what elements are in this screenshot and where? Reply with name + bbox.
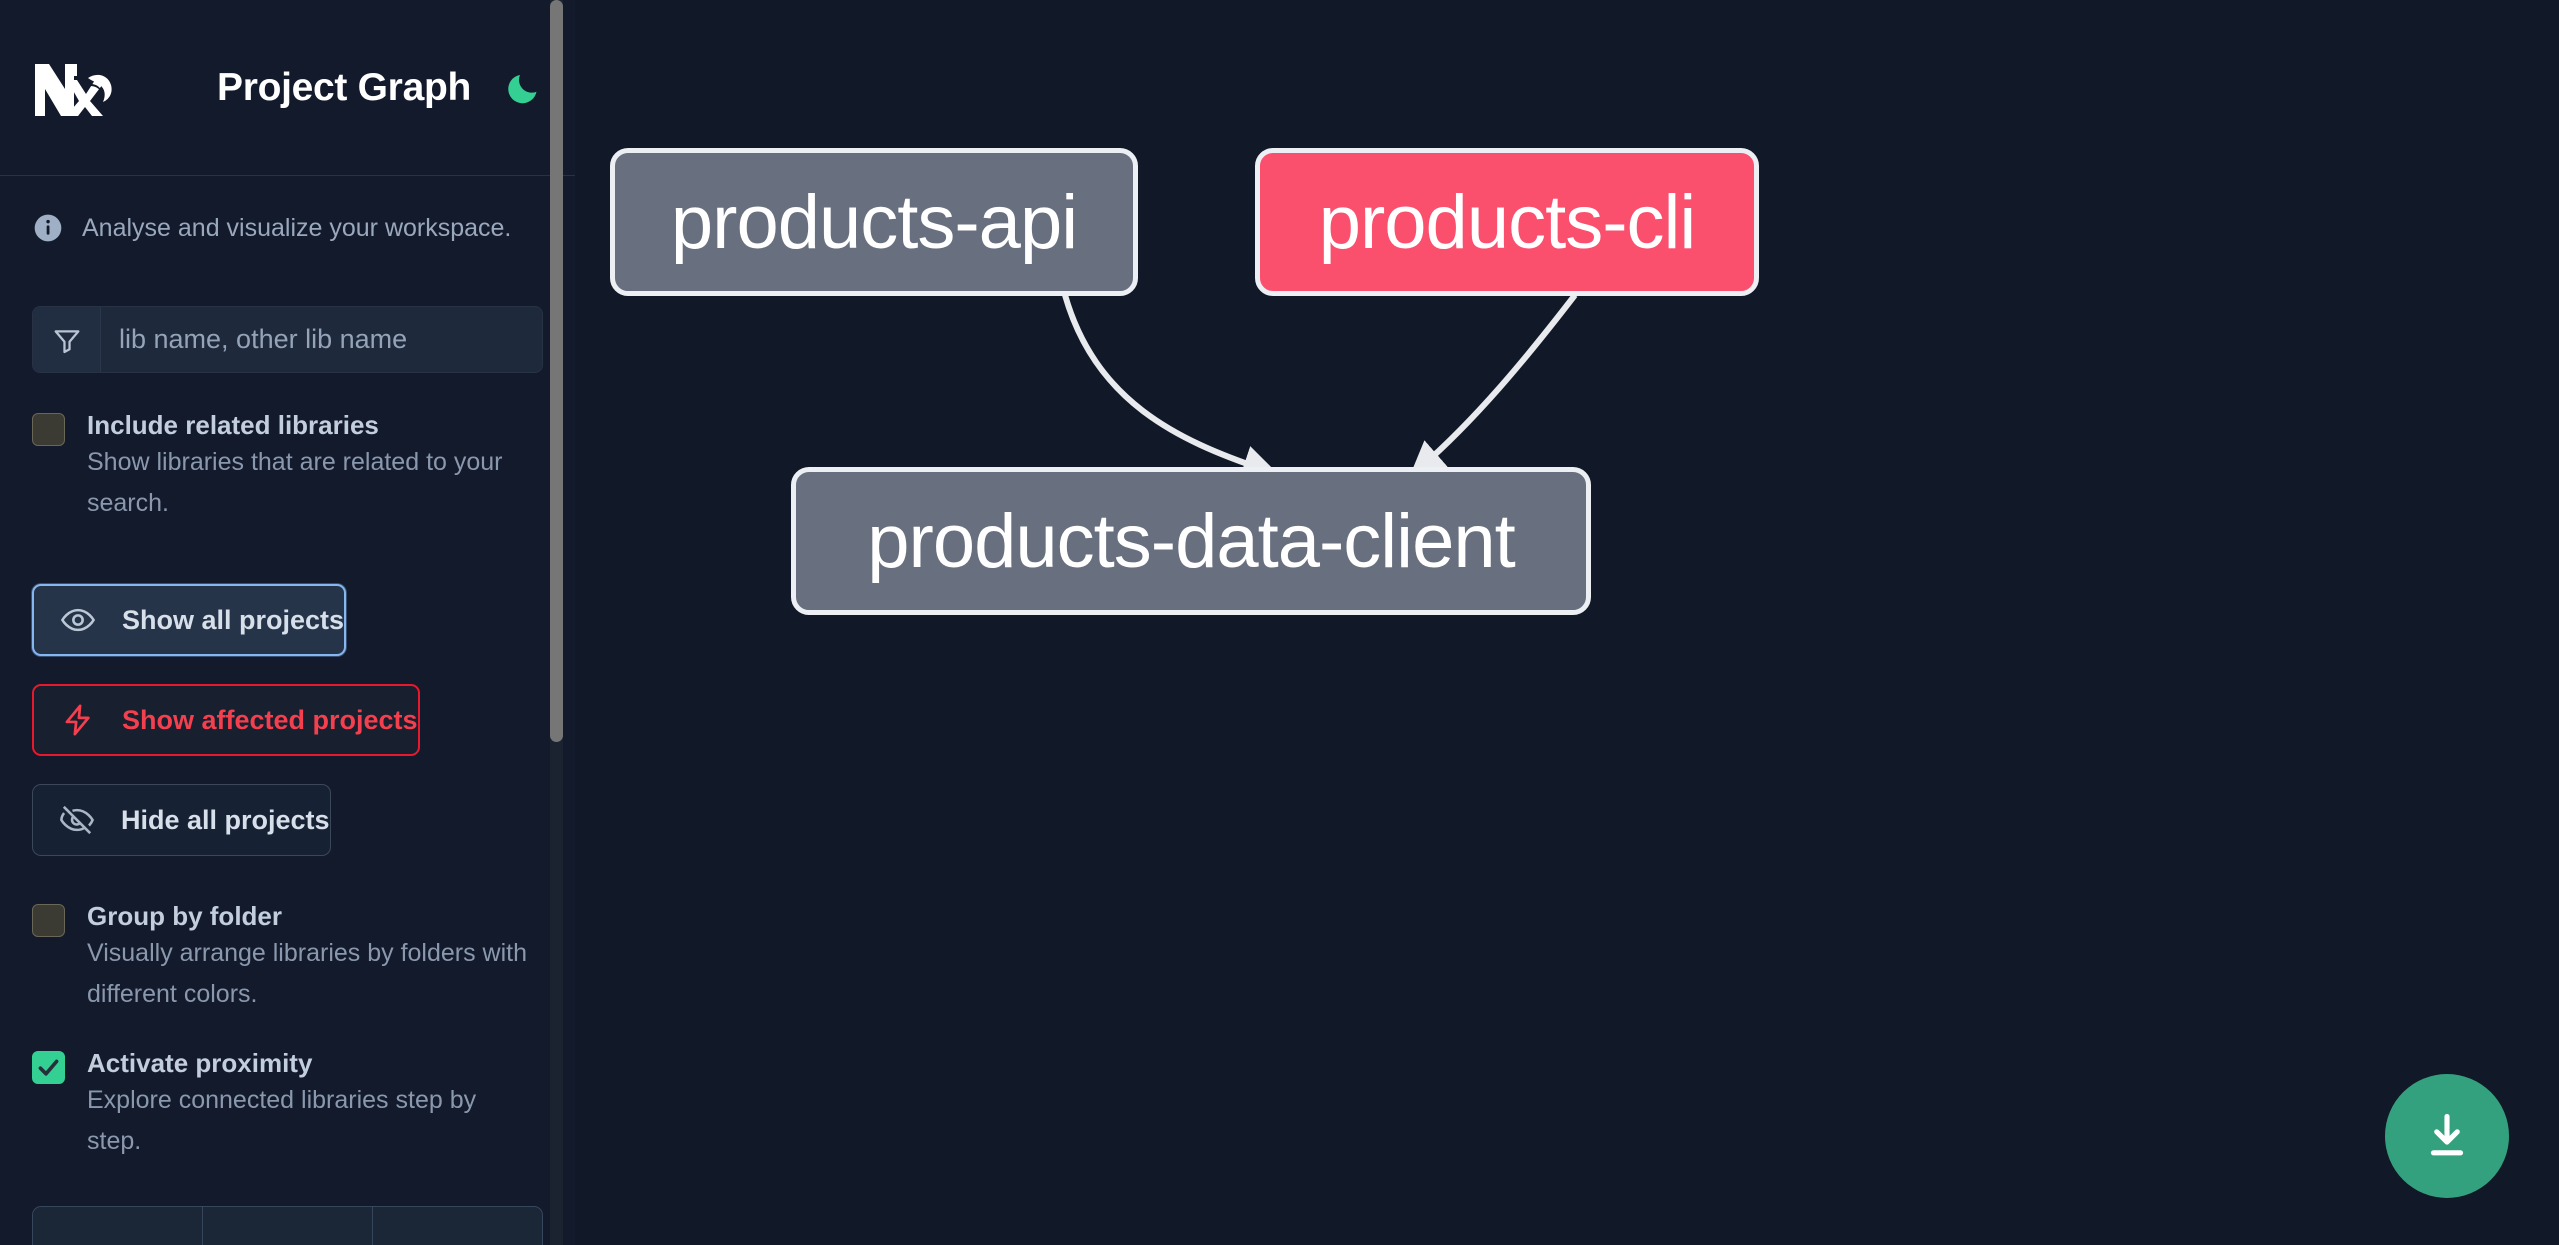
segment-item[interactable] (33, 1207, 203, 1245)
eye-icon (60, 602, 96, 638)
eye-off-icon (59, 802, 95, 838)
edge-products-api-to-products-data-client (1062, 294, 1279, 481)
lightning-bolt-icon (60, 702, 96, 738)
graph-node-products-data-client[interactable]: products-data-client (791, 467, 1591, 615)
option-description: Show libraries that are related to your … (87, 448, 503, 517)
hide-all-projects-label: Hide all projects (121, 804, 330, 835)
segment-item[interactable] (203, 1207, 373, 1245)
search-field[interactable] (32, 306, 543, 373)
graph-node-label: products-data-client (867, 498, 1515, 584)
option-activate-proximity[interactable]: Activate proximity Explore connected lib… (32, 1047, 543, 1162)
sidebar-scroll-content: Project Graph Analyse and visualize your… (0, 0, 575, 1245)
search-input[interactable] (101, 307, 542, 372)
show-all-projects-label: Show all projects (122, 604, 345, 635)
text-search-segmented-control[interactable] (32, 1206, 543, 1245)
workspace-info: Analyse and visualize your workspace. (0, 176, 575, 244)
graph-node-products-api[interactable]: products-api (610, 148, 1138, 296)
download-icon (2419, 1108, 2475, 1164)
checkbox-activate-proximity[interactable] (32, 1051, 65, 1084)
page-title: Project Graph (217, 65, 471, 109)
info-circle-icon (32, 212, 64, 244)
option-title: Group by folder (87, 901, 282, 931)
workspace-info-text: Analyse and visualize your workspace. (82, 213, 512, 242)
checkbox-include-related-libraries[interactable] (32, 413, 65, 446)
download-image-button[interactable] (2385, 1074, 2509, 1198)
graph-node-label: products-cli (1318, 179, 1697, 265)
sidebar-scrollbar-track[interactable] (550, 0, 563, 1245)
sidebar: Project Graph Analyse and visualize your… (0, 0, 575, 1245)
hide-all-projects-button[interactable]: Hide all projects (32, 784, 331, 856)
graph-edges (1062, 293, 1578, 481)
option-group-by-folder[interactable]: Group by folder Visually arrange librari… (32, 900, 543, 1015)
option-include-related-libraries[interactable]: Include related libraries Show libraries… (32, 409, 543, 524)
show-affected-projects-button[interactable]: Show affected projects (32, 684, 420, 756)
sidebar-scrollbar-thumb[interactable] (550, 0, 563, 742)
option-title: Include related libraries (87, 410, 379, 440)
option-description: Visually arrange libraries by folders wi… (87, 939, 528, 1008)
checkbox-group-by-folder[interactable] (32, 904, 65, 937)
funnel-filter-icon (33, 307, 101, 372)
nx-logo-icon (32, 58, 125, 118)
graph-node-label: products-api (670, 179, 1078, 265)
sidebar-header: Project Graph (0, 0, 575, 176)
option-description: Explore connected libraries step by step… (87, 1086, 477, 1155)
option-title: Activate proximity (87, 1048, 313, 1078)
edge-products-cli-to-products-data-client (1409, 293, 1578, 478)
segment-item[interactable] (373, 1207, 542, 1245)
show-affected-projects-label: Show affected projects (122, 704, 418, 735)
moon-icon[interactable] (505, 70, 541, 106)
graph-node-products-cli[interactable]: products-cli (1255, 148, 1759, 296)
show-all-projects-button[interactable]: Show all projects (32, 584, 347, 656)
graph-canvas[interactable]: products-api products-cli products-data-… (575, 0, 2559, 1245)
